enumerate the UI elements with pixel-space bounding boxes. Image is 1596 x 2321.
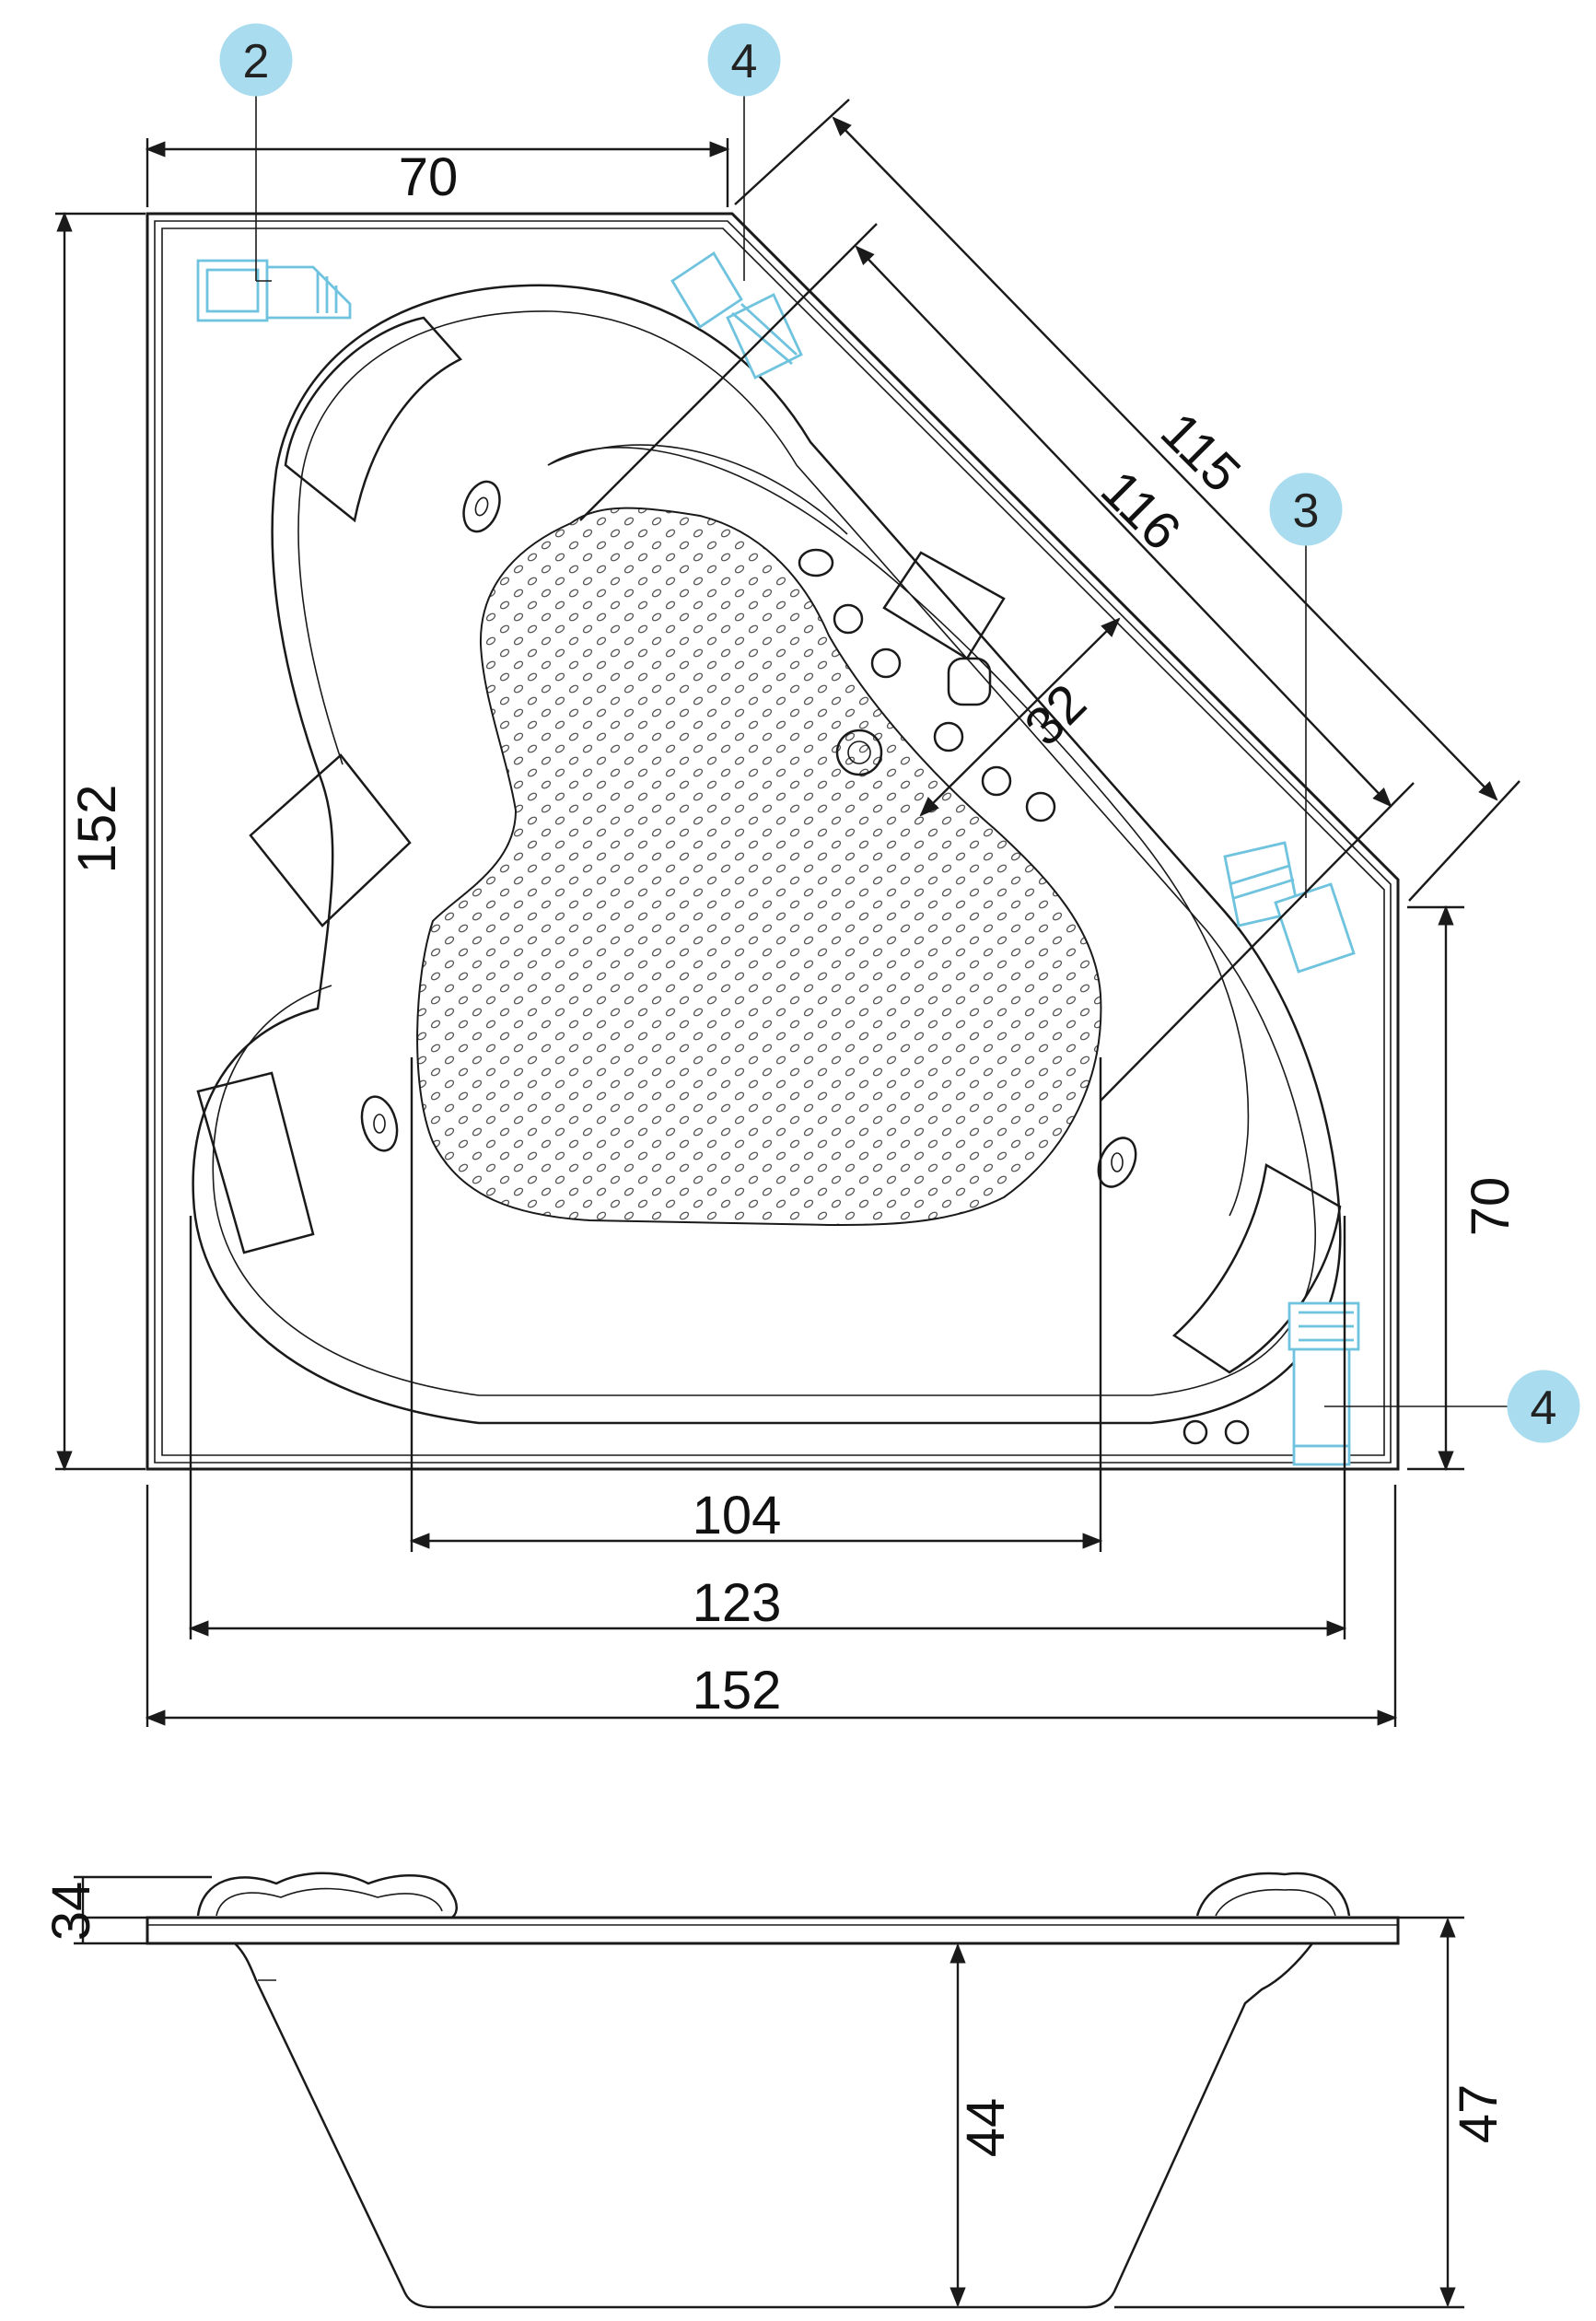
- side-headrest-left: [196, 1872, 458, 1919]
- tub-outline: [146, 212, 1400, 1471]
- svg-text:2: 2: [243, 35, 270, 88]
- dim-label-right-70: 70: [1461, 1177, 1520, 1237]
- top-view: 70 152 115 116 3 2 70 104 123: [55, 23, 1580, 1727]
- seat-contour-2: [547, 444, 848, 535]
- component-4-top: [670, 251, 803, 379]
- tub-rim-inner: [154, 220, 1392, 1464]
- textured-floor: [416, 507, 1102, 1227]
- headrest-right: [1171, 1163, 1342, 1374]
- callout-4-bottom: 4: [1324, 1370, 1580, 1443]
- side-basin: [234, 1942, 1313, 2309]
- dim-label-123: 123: [693, 1573, 782, 1633]
- basin-outer: [192, 284, 1342, 1425]
- side-rim: [146, 1916, 1400, 1945]
- ext-line: [1408, 780, 1520, 902]
- headrest-top: [284, 316, 463, 523]
- dim-label-top-70: 70: [399, 147, 459, 207]
- svg-text:3: 3: [1293, 484, 1320, 538]
- side-headrest-right: [1195, 1872, 1351, 1917]
- side-view: 34 44 47: [41, 1872, 1509, 2309]
- dim-label-104: 104: [693, 1486, 782, 1545]
- svg-text:4: 4: [731, 35, 758, 88]
- dim-label-47: 47: [1449, 2084, 1509, 2144]
- headrest-left: [196, 1071, 315, 1254]
- side-headrest-right-inner: [1215, 1888, 1336, 1917]
- dim-diag-116: [855, 245, 1392, 808]
- callout-4-top: 4: [707, 23, 781, 281]
- dim-label-116: 116: [1089, 460, 1192, 562]
- component-3: [1223, 841, 1356, 974]
- dim-seat-32: [919, 617, 1121, 817]
- tub-rim-inner-2: [161, 227, 1385, 1456]
- svg-text:4: 4: [1531, 1382, 1557, 1435]
- ext-line: [734, 99, 850, 205]
- component-2-pump: [196, 259, 352, 322]
- dim-label-34: 34: [41, 1882, 101, 1942]
- seat-step: [249, 753, 412, 927]
- callout-2: 2: [219, 23, 293, 282]
- dim-label-115: 115: [1149, 402, 1252, 504]
- dim-label-bottom-152: 152: [693, 1661, 782, 1720]
- ext-line: [1100, 782, 1415, 1102]
- callout-3: 3: [1269, 472, 1343, 898]
- dim-label-left-152: 152: [67, 785, 127, 874]
- dim-label-44: 44: [956, 2098, 1016, 2158]
- component-4-bottom: [1287, 1301, 1360, 1466]
- ext-line: [579, 223, 878, 521]
- basin-lip: [212, 310, 1316, 1396]
- side-headrest-left-inner: [216, 1887, 443, 1917]
